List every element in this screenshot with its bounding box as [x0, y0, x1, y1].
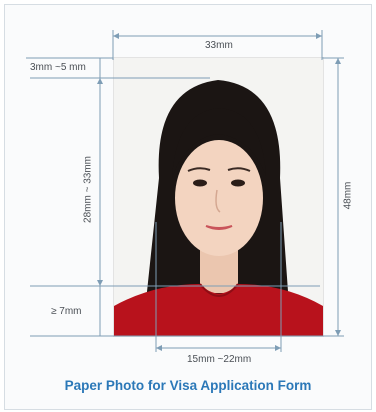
top-margin-label: 3mm ~5 mm	[30, 62, 86, 73]
caption: Paper Photo for Visa Application Form	[64, 378, 312, 393]
chin-margin-label: ≥ 7mm	[51, 306, 82, 317]
photo-height-label: 48mm	[342, 181, 354, 210]
eye-width-label: 15mm ~22mm	[187, 354, 252, 365]
top-width-label: 33mm	[205, 40, 233, 51]
head-height-label: 28mm ~ 33mm	[82, 156, 94, 223]
passport-photo	[113, 57, 324, 337]
